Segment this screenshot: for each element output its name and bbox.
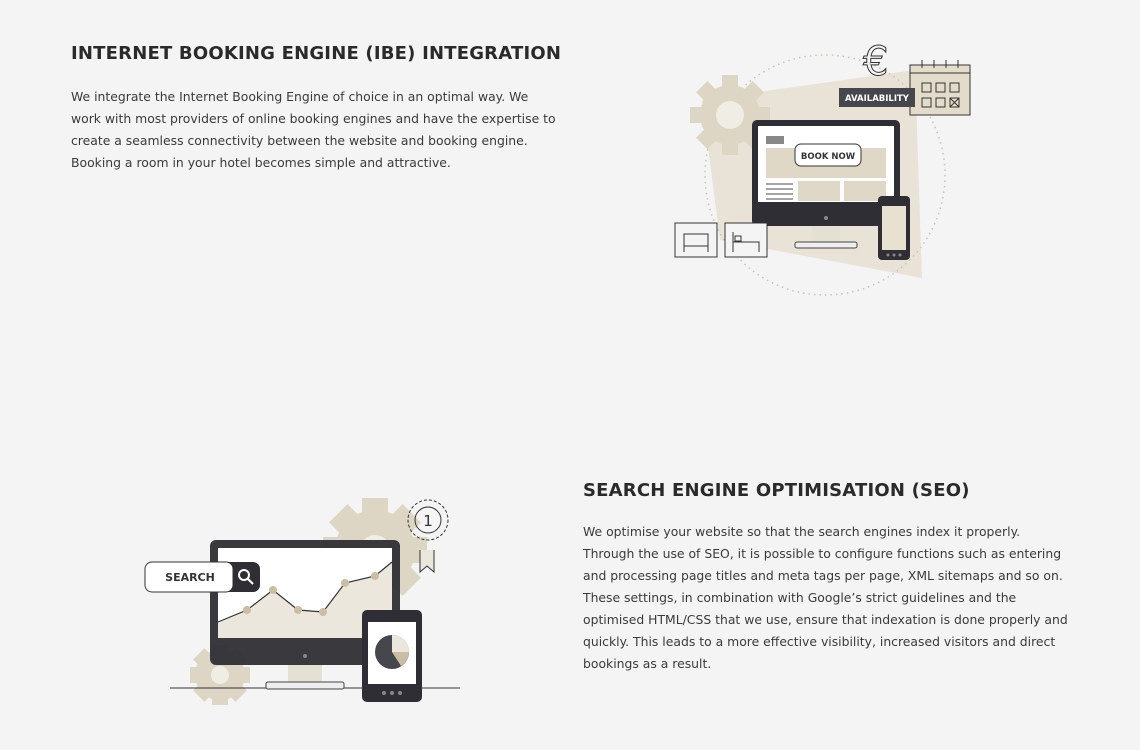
svg-text:€: € — [863, 40, 888, 85]
search-bar: SEARCH — [144, 561, 260, 593]
booking-engine-illustration: € AVAILABILITY BOOK NOW — [674, 40, 971, 296]
tablet-icon — [362, 610, 422, 702]
double-bed-icon — [674, 222, 718, 258]
seo-description: We optimise your website so that the sea… — [583, 524, 1068, 671]
seo-illustration: SEARCH 1 — [144, 498, 460, 705]
phone-icon — [878, 196, 910, 260]
svg-text:1: 1 — [423, 512, 433, 530]
svg-text:SEARCH: SEARCH — [165, 571, 215, 584]
dotted-circle — [704, 54, 946, 296]
gear-icon — [690, 75, 770, 155]
ibe-heading: INTERNET BOOKING ENGINE (IBE) INTEGRATIO… — [71, 43, 562, 64]
euro-icon: € — [863, 40, 889, 86]
ibe-description: We integrate the Internet Booking Engine… — [71, 89, 556, 170]
availability-badge: AVAILABILITY — [839, 88, 915, 107]
desktop-monitor — [752, 120, 900, 249]
svg-text:BOOK NOW: BOOK NOW — [801, 152, 856, 162]
book-now-button: BOOK NOW — [794, 143, 862, 167]
seo-heading: SEARCH ENGINE OPTIMISATION (SEO) — [583, 480, 970, 501]
calendar-icon — [909, 60, 971, 116]
svg-text:AVAILABILITY: AVAILABILITY — [845, 94, 910, 104]
single-bed-icon — [724, 222, 768, 258]
search-icon — [238, 569, 254, 585]
rank-award-icon: 1 — [407, 499, 449, 574]
